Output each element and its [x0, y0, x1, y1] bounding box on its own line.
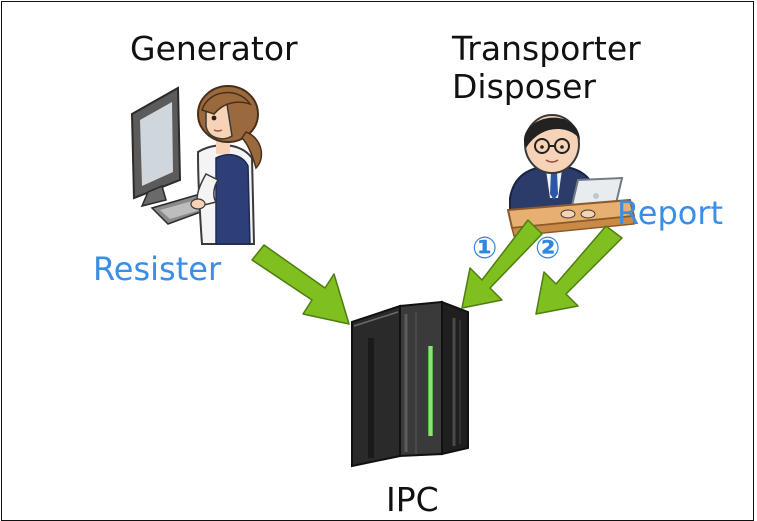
generator-label: Generator [130, 29, 298, 68]
woman-at-computer-icon [130, 85, 263, 245]
server-label: IPC [386, 480, 439, 519]
transporter-label: Transporter [452, 29, 641, 68]
disposer-label: Disposer [452, 67, 596, 106]
register-arrow [251, 244, 350, 325]
register-label: Resister [93, 250, 222, 288]
step2-label: ② [535, 231, 561, 266]
man-at-laptop-icon [506, 114, 636, 237]
report-label: Report [617, 194, 724, 232]
step1-arrow [461, 219, 543, 309]
server-tower-icon [351, 300, 469, 468]
step1-label: ① [472, 231, 498, 266]
step2-arrow [535, 225, 623, 315]
